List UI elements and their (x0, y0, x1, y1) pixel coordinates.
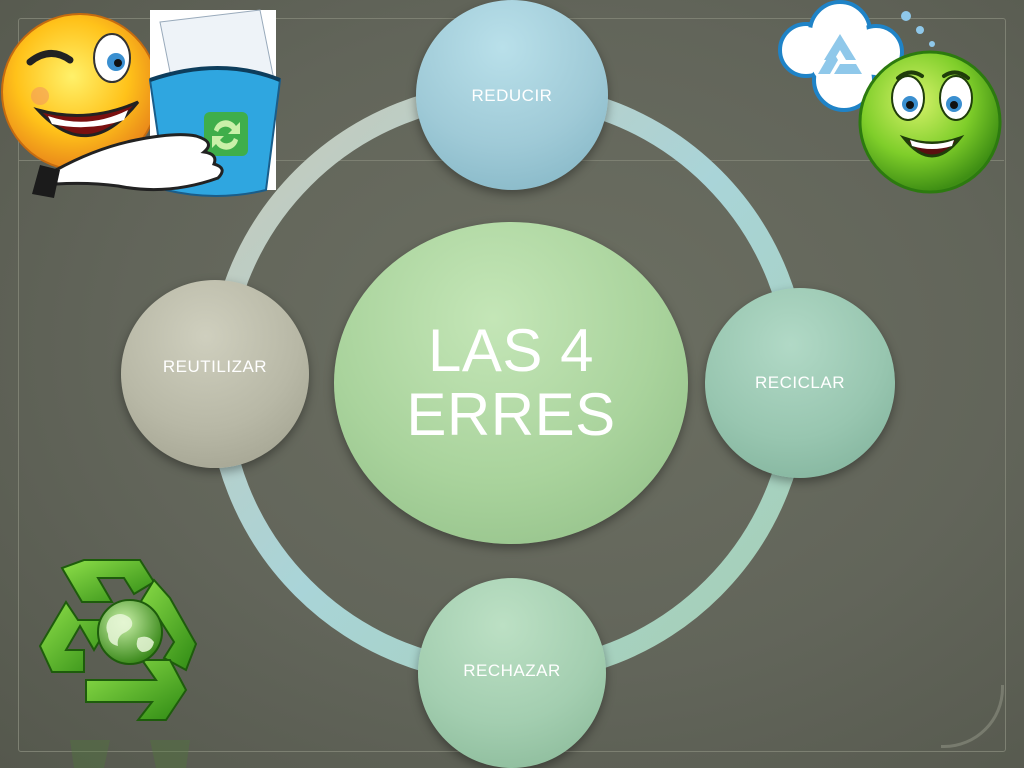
node-reciclar-label: RECICLAR (755, 373, 845, 392)
center-circle: LAS 4 ERRES (334, 222, 688, 544)
node-reciclar: RECICLAR (705, 288, 895, 478)
node-rechazar-label: RECHAZAR (463, 661, 561, 680)
node-reutilizar: REUTILIZAR (121, 280, 309, 468)
green-smiley-recycle-cloud-icon (778, 0, 1002, 194)
center-title-line1: LAS 4 (428, 317, 594, 384)
node-reutilizar-label: REUTILIZAR (162, 357, 268, 376)
node-rechazar: RECHAZAR (418, 578, 606, 768)
recycle-globe-icon (38, 559, 198, 768)
node-reducir: REDUCIR (416, 0, 608, 190)
node-reducir-label: REDUCIR (471, 86, 553, 105)
center-title-line2: ERRES (406, 381, 616, 448)
winking-smiley-bin-icon (1, 9, 282, 198)
